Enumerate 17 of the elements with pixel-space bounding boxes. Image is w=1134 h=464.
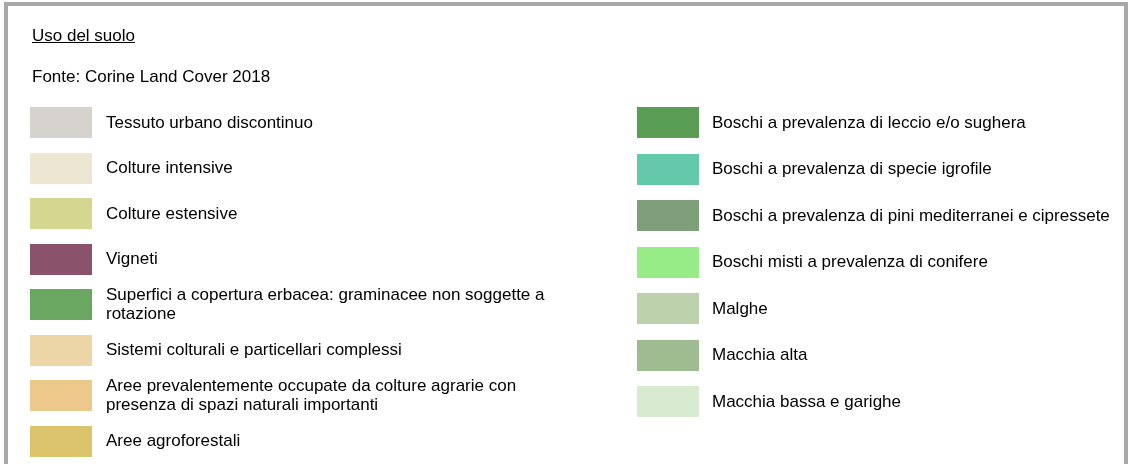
legend-label: Boschi a prevalenza di pini mediterranei e cipressete — [712, 205, 1111, 225]
legend-label: Colture intensive — [106, 158, 234, 177]
legend-label: Colture estensive — [106, 203, 239, 223]
legend-label: Macchia bassa e garighe — [712, 391, 902, 411]
legend-label: Tessuto urbano discontinuo — [106, 112, 314, 132]
legend-label: Aree agroforestali — [106, 431, 242, 450]
legend-label: Macchia alta — [712, 345, 809, 364]
legend-label: Boschi a prevalenza di leccio e/o sughera — [712, 112, 1027, 132]
legend-label: Vigneti — [106, 249, 159, 268]
source-note: Fonte: Corine Land Cover 2018 — [32, 67, 271, 87]
legend-label: Superfici a copertura erbacea: graminacee non soggette a rotazione — [106, 285, 546, 323]
legend-title: Uso del suolo — [32, 26, 135, 46]
legend-label: Aree prevalentemente occupate da colture agrarie con presenza di spazi naturali importanti — [106, 376, 518, 414]
legend-label: Sistemi colturali e particellari complessi — [106, 340, 403, 359]
legend-label: Boschi misti a prevalenza di conifere — [712, 252, 989, 271]
legend-label: Malghe — [712, 298, 769, 318]
legend-label: Boschi a prevalenza di specie igrofile — [712, 159, 993, 178]
